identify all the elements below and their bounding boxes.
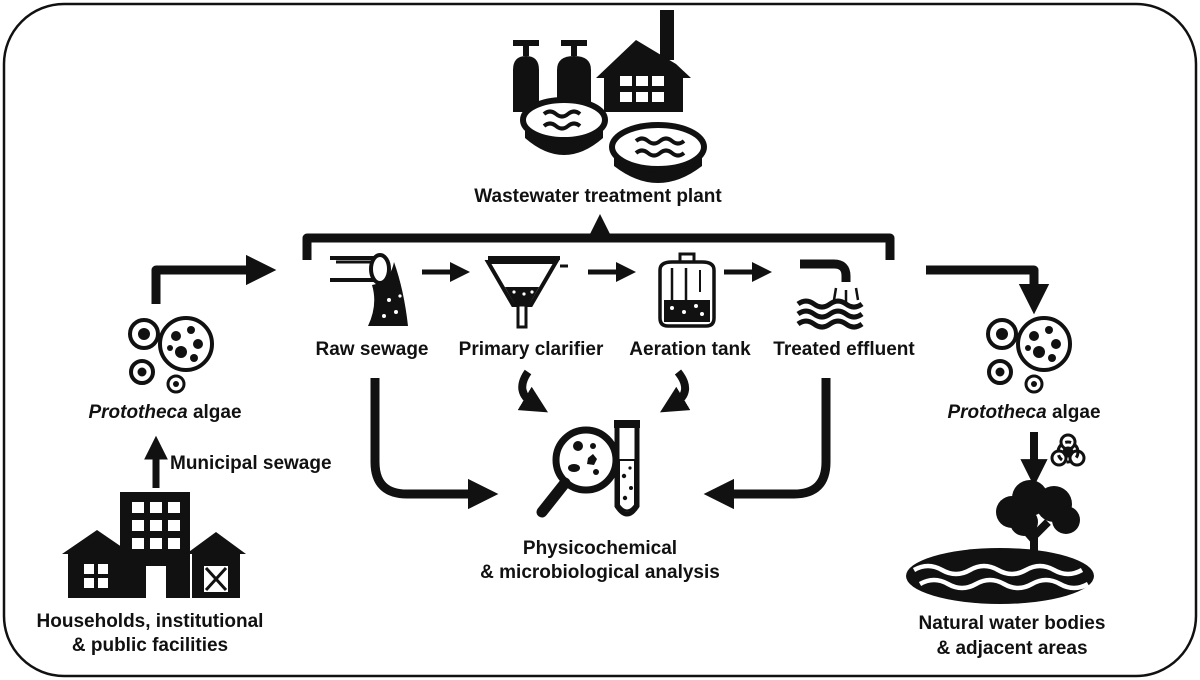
stage-label-treated-effluent: Treated effluent	[773, 339, 915, 360]
arrow-algae-to-plant	[151, 254, 277, 304]
arrow-effluent-to-analysis	[703, 378, 831, 510]
right-algae-icon	[986, 316, 1072, 394]
plant-bracket	[302, 233, 895, 260]
stage-label-aeration-tank: Aeration tank	[629, 339, 751, 360]
municipal-sewage-label: Municipal sewage	[170, 453, 332, 474]
households-buildings-icon	[62, 492, 246, 598]
effluent-tap-icon	[796, 259, 864, 330]
left-algae-genus: Prototheca	[88, 402, 188, 423]
analysis-label-line1: Physicochemical	[522, 538, 678, 559]
left-algae-suffix: algae	[187, 402, 242, 423]
stage-label-primary-clarifier: Primary clarifier	[458, 339, 604, 360]
arrow-clarifier-to-analysis	[517, 369, 548, 413]
biohazard-icon	[1050, 433, 1086, 467]
left-algae-icon	[128, 316, 214, 394]
arrow-effluent-to-nature	[926, 265, 1050, 315]
stage-label-raw-sewage: Raw sewage	[315, 339, 429, 360]
left-algae-label: Prototheca algae	[88, 401, 241, 425]
clarifier-funnel-icon	[484, 256, 568, 329]
right-algae-suffix: algae	[1046, 402, 1101, 423]
source-label-line1: Households, institutional	[36, 611, 264, 632]
source-label-line2: & public facilities	[71, 635, 229, 656]
analysis-label-line2: & microbiological analysis	[480, 562, 720, 583]
treatment-plant-icon	[513, 10, 707, 183]
arrow-aeration-to-analysis	[660, 369, 691, 413]
tree-water-icon	[906, 480, 1094, 604]
arrow-raw-to-analysis	[370, 378, 499, 510]
sink-label-line1: Natural water bodies	[918, 613, 1106, 634]
microscope-analysis-icon	[536, 420, 640, 518]
plant-label: Wastewater treatment plant	[474, 186, 722, 207]
sink-label-line2: & adjacent areas	[936, 638, 1088, 659]
aeration-tank-icon	[658, 252, 716, 328]
right-algae-label: Prototheca algae	[947, 401, 1100, 425]
right-algae-genus: Prototheca	[947, 402, 1047, 423]
raw-sewage-pipe-icon	[330, 253, 408, 326]
